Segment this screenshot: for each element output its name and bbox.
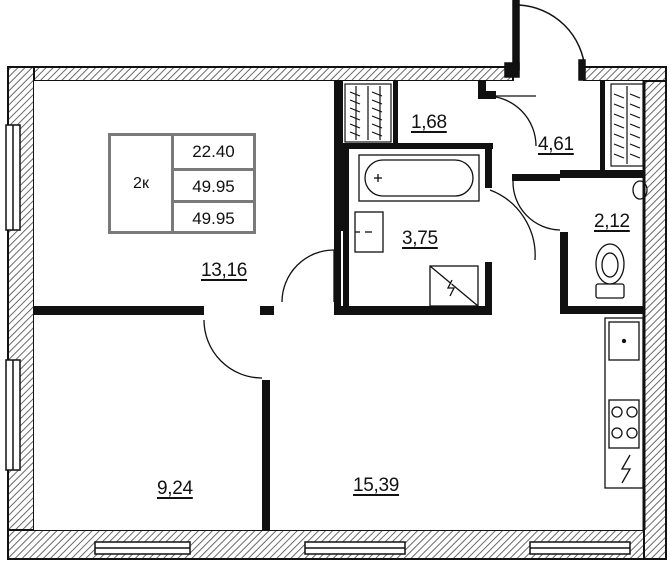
- room-wc-area: 2,12: [594, 211, 630, 232]
- apartment-info-box: 2к 22.40 49.95 49.95: [108, 133, 256, 234]
- wall-bedrooms-divider-right: [260, 306, 274, 315]
- room-bedroom-large-area: 13,16: [201, 260, 248, 281]
- interior-walls: [34, 81, 644, 530]
- wall-bedroom-large-right: [334, 81, 343, 231]
- kitchen-counter: [604, 317, 644, 489]
- exterior-wall-top: [7, 66, 514, 82]
- wc-fixtures: [595, 180, 648, 299]
- door-swings: [203, 95, 561, 379]
- windows-bottom: [94, 541, 631, 555]
- room-kitchen-living-area: 15,39: [353, 475, 400, 496]
- room-hallway-area: 4,61: [538, 134, 574, 155]
- wall-storage-right: [393, 81, 398, 146]
- door-bedroom-small: [203, 319, 263, 379]
- bathtub: [358, 154, 480, 202]
- wall-bedroom-small-right: [262, 380, 270, 530]
- wall-entrance-left: [478, 81, 486, 99]
- wall-storage-bottom: [343, 143, 493, 149]
- utility-shaft: [429, 265, 479, 307]
- wall-bathroom-right: [485, 143, 492, 188]
- windows-left: [5, 124, 21, 471]
- wall-entrance-stub: [486, 91, 496, 99]
- room-storage-area: 1,68: [411, 112, 447, 133]
- wall-wc-bottom: [560, 306, 644, 314]
- wall-bathroom-right-lower: [485, 262, 492, 315]
- wall-hall-right-stub: [600, 81, 605, 176]
- wardrobe-storage-lines: [349, 86, 383, 140]
- apartment-type: 2к: [111, 136, 174, 231]
- apartment-areas: 22.40 49.95 49.95: [174, 136, 253, 231]
- total-area-with-balcony: 49.95: [174, 200, 253, 234]
- bathroom-sink: [354, 211, 384, 253]
- wall-bathroom-left: [343, 149, 349, 309]
- door-storage: [485, 95, 537, 147]
- door-bedroom-large: [281, 249, 335, 303]
- entrance-door: [504, 0, 586, 81]
- room-bedroom-small-area: 9,24: [157, 478, 193, 499]
- wall-bedrooms-divider-left: [34, 306, 204, 315]
- toilet-tank-icon: [595, 283, 625, 299]
- exterior-wall-right: [643, 66, 667, 560]
- wardrobes: [344, 83, 644, 167]
- door-bathroom: [489, 189, 536, 261]
- wall-bedroom-large-right-lower: [334, 231, 341, 315]
- total-area: 49.95: [174, 168, 253, 202]
- electric-outlet-icon: [620, 454, 632, 484]
- living-area: 22.40: [192, 141, 235, 161]
- wall-wc-left: [560, 232, 568, 312]
- wall-wc-top: [512, 174, 560, 181]
- wall-bathroom-bottom: [334, 306, 489, 315]
- door-wc: [512, 180, 561, 231]
- room-bathroom-area: 3,75: [402, 228, 438, 249]
- exterior-wall-top-right: [583, 66, 667, 82]
- wardrobe-hall-lines: [613, 86, 641, 164]
